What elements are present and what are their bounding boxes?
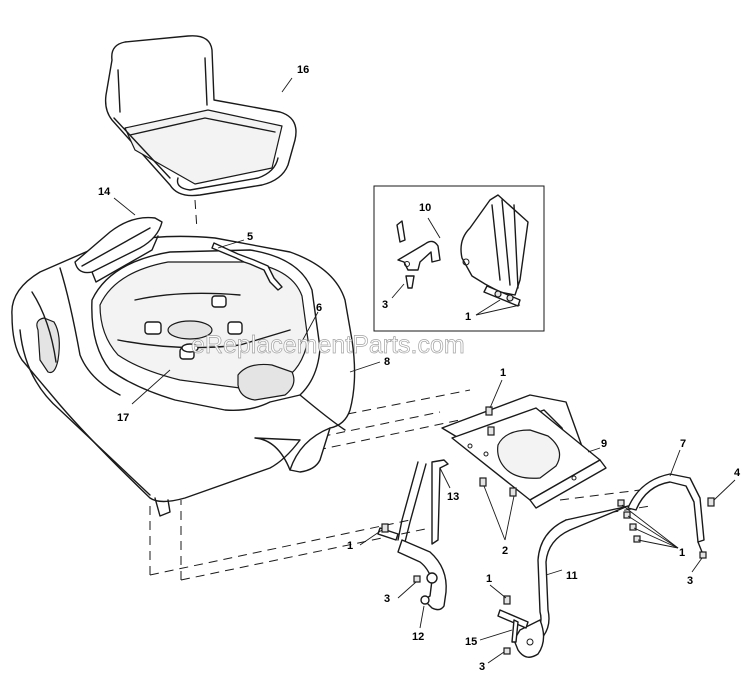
callout-8: 8: [384, 356, 390, 368]
bracket-part-15: [497, 609, 529, 643]
callout-16: 16: [297, 64, 309, 76]
fasteners: [381, 406, 715, 655]
fender-body-part: [11, 235, 356, 517]
inset-detail: [373, 185, 545, 332]
callout-6: 6: [316, 302, 322, 314]
callout-17: 17: [117, 412, 129, 424]
callout-7: 7: [680, 438, 686, 450]
leader-lines: [113, 77, 736, 664]
callout-5: 5: [247, 231, 253, 243]
callout-3-bottom: 3: [479, 661, 485, 673]
callout-2: 2: [502, 545, 508, 557]
bar-part: [627, 473, 705, 553]
pivot-bracket-part: [397, 459, 449, 545]
callout-1-left: 1: [347, 540, 353, 552]
rod-part: [211, 242, 283, 291]
callout-9: 9: [601, 438, 607, 450]
callout-15: 15: [465, 636, 477, 648]
callout-labels: 16 14 5 6 8 17 10 3 1 1 9 13 2 7 4 1 3 1…: [98, 64, 741, 673]
callout-1-top: 1: [500, 367, 506, 379]
callout-1-bottom: 1: [486, 573, 492, 585]
callout-3-inset: 3: [382, 299, 388, 311]
seat-part: [104, 35, 297, 197]
callout-3-right: 3: [687, 575, 693, 587]
seat-plate-part: [441, 394, 607, 509]
callout-13: 13: [447, 491, 459, 503]
callout-1-inset: 1: [465, 311, 471, 323]
callout-1-right: 1: [679, 547, 685, 559]
watermark-text: eReplacementParts.com: [191, 331, 465, 359]
bar-part-11: [513, 505, 629, 658]
callout-11: 11: [566, 570, 578, 582]
callout-10: 10: [419, 202, 431, 214]
callout-4: 4: [734, 467, 741, 479]
callout-3-left: 3: [384, 593, 390, 605]
callout-14: 14: [98, 186, 111, 198]
cover-part: [74, 216, 163, 283]
callout-12: 12: [412, 631, 424, 643]
